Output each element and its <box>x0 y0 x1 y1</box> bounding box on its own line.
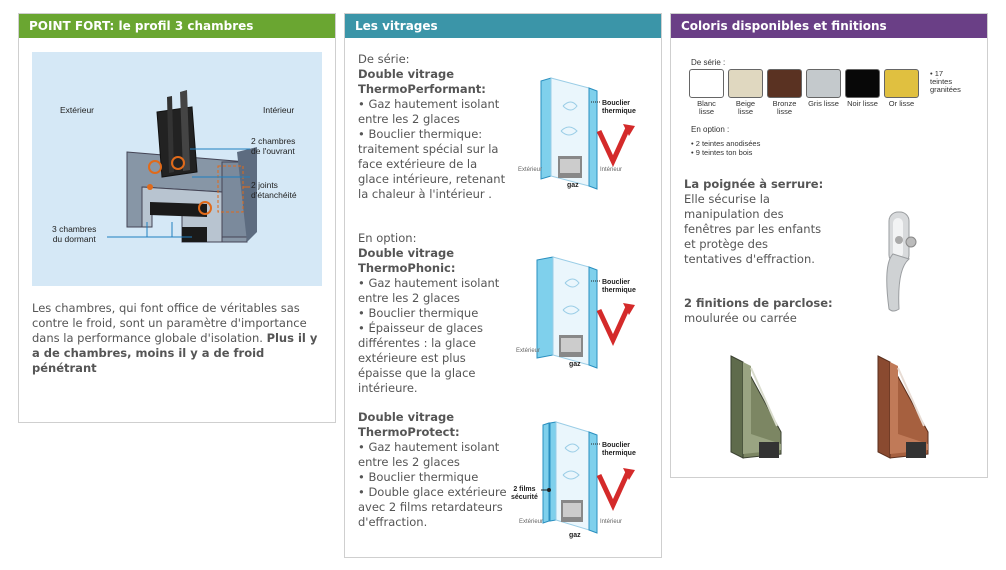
glazing-panel: Les vitrages De série: Double vitrage Th… <box>344 13 662 558</box>
swatch-beige[interactable]: Beige lisse <box>728 69 763 116</box>
gaz-label: gaz <box>569 361 581 368</box>
bouclier-label: Bouclier thermique <box>602 100 636 115</box>
finishes-title: 2 finitions de parclose: <box>684 296 833 310</box>
swatch-row: Blanc lisse Beige lisse Bronze lisse Gri… <box>689 69 923 116</box>
en-option-label: En option : <box>691 125 730 134</box>
section-name: Double vitrage ThermoPhonic: <box>358 246 456 275</box>
profile-description-normal: Les chambres, qui font office de véritab… <box>32 301 307 345</box>
option-item: • 2 teintes anodisées <box>691 139 761 148</box>
profile-panel-title: POINT FORT: le profil 3 chambres <box>19 14 335 38</box>
swatch-blanc[interactable]: Blanc lisse <box>689 69 724 116</box>
glazing-section-thermoperformant: De série: Double vitrage ThermoPerforman… <box>358 52 508 202</box>
colors-panel-title: Coloris disponibles et finitions <box>671 14 987 38</box>
handle-description: La poignée à serrure: Elle sécurise la m… <box>684 177 829 267</box>
option-item: • 9 teintes ton bois <box>691 148 753 157</box>
joints-label: 2 joints d'étanchéité <box>251 180 297 200</box>
chambres-ouvrant-label: 2 chambres de l'ouvrant <box>251 136 296 156</box>
glazing-diagram-thermoprotect: Bouclier thermique 2 films sécurité Exté… <box>511 420 643 540</box>
swatch-name: Bronze lisse <box>772 99 797 116</box>
bouclier-label: Bouclier thermique <box>602 442 636 457</box>
glazing-diagram-thermophonic: Bouclier thermique Extérieur gaz <box>513 255 643 375</box>
bouclier-label: Bouclier thermique <box>602 279 636 294</box>
color-swatches: De série : Blanc lisse Beige lisse Bronz… <box>689 58 979 158</box>
exterieur-label: Extérieur <box>518 167 543 173</box>
swatch-color <box>845 69 880 98</box>
interieur-label: Intérieur <box>600 519 623 525</box>
swatch-gris[interactable]: Gris lisse <box>806 69 841 116</box>
de-serie-label: De série : <box>691 58 726 67</box>
swatch-bronze[interactable]: Bronze lisse <box>767 69 802 116</box>
swatch-name: Or lisse <box>888 99 915 108</box>
glazing-diagram-thermoperformant: Bouclier thermique Extérieur Intérieur g… <box>513 76 643 196</box>
swatch-color <box>806 69 841 98</box>
swatch-name: Blanc lisse <box>697 99 716 116</box>
swatch-or[interactable]: Or lisse <box>884 69 919 116</box>
glazing-section-thermoprotect: Double vitrage ThermoProtect: • Gaz haut… <box>358 410 508 530</box>
finishes-text: moulurée ou carrée <box>684 311 797 325</box>
list-item: • Gaz hautement isolant entre les 2 glac… <box>358 276 500 305</box>
interieur-label: Intérieur <box>600 167 623 173</box>
list-item: • Bouclier thermique <box>358 470 479 484</box>
colors-panel: Coloris disponibles et finitions De séri… <box>670 13 988 478</box>
profile-description: Les chambres, qui font office de véritab… <box>32 301 327 376</box>
swatch-color <box>767 69 802 98</box>
list-item: • Gaz hautement isolant entre les 2 glac… <box>358 97 500 126</box>
square-frame-image <box>876 354 932 464</box>
section-intro: De série: <box>358 52 410 66</box>
section-intro: En option: <box>358 231 417 245</box>
handle-title: La poignée à serrure: <box>684 177 824 191</box>
exterieur-label: Extérieur <box>519 519 544 525</box>
swatch-color <box>884 69 919 98</box>
moulded-frame-image <box>729 354 785 464</box>
swatch-noir[interactable]: Noir lisse <box>845 69 880 116</box>
section-name: Double vitrage ThermoProtect: <box>358 410 460 439</box>
glazing-section-thermophonic: En option: Double vitrage ThermoPhonic: … <box>358 231 508 396</box>
list-item: • Double glace extérieure avec 2 films r… <box>358 485 507 529</box>
handle-text: Elle sécurise la manipulation des fenêtr… <box>684 192 822 266</box>
swatch-name: Beige lisse <box>735 99 756 116</box>
handle-image <box>871 204 931 314</box>
swatch-color <box>689 69 724 98</box>
glazing-panel-title: Les vitrages <box>345 14 661 38</box>
list-item: • Épaisseur de glaces différentes : la g… <box>358 321 483 395</box>
profile-cross-section-image: Extérieur Intérieur 2 chambres de l'ouvr… <box>32 52 322 286</box>
films-label: 2 films sécurité <box>511 486 538 501</box>
swatch-name: Noir lisse <box>847 99 878 108</box>
profile-drawing <box>107 90 257 243</box>
section-name: Double vitrage ThermoPerformant: <box>358 67 486 96</box>
granites-label: • 17 teintes granitées <box>930 69 961 94</box>
profile-description-bold: Plus il y a de chambres, moins il y a de… <box>32 331 318 375</box>
list-item: • Gaz hautement isolant entre les 2 glac… <box>358 440 500 469</box>
interieur-label: Intérieur <box>263 105 295 115</box>
exterieur-label: Extérieur <box>60 105 95 115</box>
exterieur-label: Extérieur <box>516 348 541 354</box>
profile-panel: POINT FORT: le profil 3 chambres <box>18 13 336 423</box>
swatch-color <box>728 69 763 98</box>
list-item: • Bouclier thermique: traitement spécial… <box>358 127 506 201</box>
swatch-name: Gris lisse <box>808 99 839 108</box>
gaz-label: gaz <box>567 182 579 189</box>
list-item: • Bouclier thermique <box>358 306 479 320</box>
gaz-label: gaz <box>569 532 581 539</box>
chambres-dormant-label: 3 chambres du dormant <box>52 224 97 244</box>
finishes-description: 2 finitions de parclose: moulurée ou car… <box>684 296 844 326</box>
